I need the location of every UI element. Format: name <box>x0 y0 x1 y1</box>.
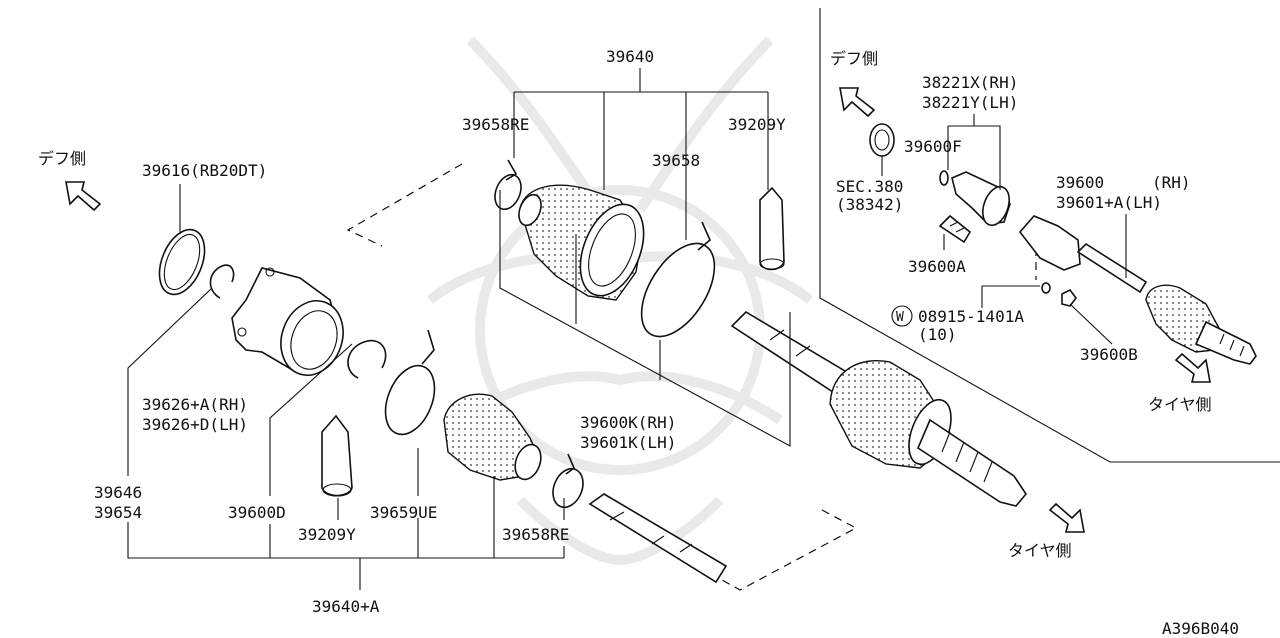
label-39600a: 39600A <box>908 257 966 276</box>
label-39626a: 39626+A(RH) <box>142 395 248 414</box>
label-08915: 08915-1401A <box>918 307 1024 326</box>
boot-band-39658re-upper <box>494 159 522 211</box>
label-tire-bottom: タイヤ側 <box>1008 541 1072 560</box>
flange-38221 <box>951 171 1011 227</box>
label-diff-right: デフ側 <box>830 49 878 68</box>
bolt-39600a <box>938 214 972 244</box>
nut-39600b <box>1061 288 1077 307</box>
arrow-tire-bottom <box>1048 502 1085 533</box>
label-39601a: 39601+A(LH) <box>1056 193 1162 212</box>
arrow-diff-right <box>839 87 876 118</box>
washer-symbol <box>891 305 913 327</box>
label-39209y-bottom: 39209Y <box>298 525 356 544</box>
leader-39600b <box>1069 303 1113 345</box>
label-39601k: 39601K(LH) <box>580 433 676 452</box>
label-washer-mark: W <box>896 310 904 325</box>
boot-band-39659ue <box>384 329 436 436</box>
boot-band-39658re-lower <box>552 453 584 509</box>
leader-38221 <box>947 114 1001 190</box>
washer-08915 <box>1041 282 1051 294</box>
drive-shaft-39600 <box>1018 215 1257 365</box>
diagram-code: A396B040 <box>1162 619 1239 638</box>
leader-08915 <box>981 285 1040 308</box>
label-sec380: SEC.380 <box>836 177 903 196</box>
oil-seal-sec380 <box>869 123 895 157</box>
label-39616: 39616(RB20DT) <box>142 161 267 180</box>
label-38221y: 38221Y(LH) <box>922 93 1018 112</box>
label-39654: 39654 <box>94 503 142 522</box>
boot-lower <box>443 393 542 481</box>
boot-band-39658 <box>640 221 716 338</box>
label-39646: 39646 <box>94 483 142 502</box>
grease-tube-39209y-upper <box>759 186 785 271</box>
centerline-lower <box>721 509 858 591</box>
label-tire-right: タイヤ側 <box>1148 395 1212 414</box>
label-diff-left: デフ側 <box>38 149 86 168</box>
shaft-segment-lower <box>588 493 728 584</box>
label-39640a: 39640+A <box>312 597 380 616</box>
o-ring-39600f <box>939 170 949 186</box>
snap-ring-39616 <box>158 228 206 296</box>
label-39658: 39658 <box>652 151 700 170</box>
drive-shaft-assembly <box>730 310 1027 507</box>
label-39209y-top: 39209Y <box>728 115 786 134</box>
label-39600: 39600 <box>1056 173 1104 192</box>
label-39600f: 39600F <box>904 137 962 156</box>
label-39600-rh: (RH) <box>1152 173 1191 192</box>
grease-tube-39209y-lower <box>321 414 353 497</box>
label-sec380-sub: (38342) <box>836 195 903 214</box>
circlip <box>209 264 235 299</box>
label-39640: 39640 <box>606 47 654 66</box>
centerline-upper <box>346 163 463 247</box>
arrow-tire-right <box>1174 352 1211 383</box>
label-39626d: 39626+D(LH) <box>142 415 248 434</box>
label-38221x: 38221X(RH) <box>922 73 1018 92</box>
inset-frame <box>819 8 1280 463</box>
label-39658re-bottom: 39658RE <box>502 525 569 544</box>
label-39600d: 39600D <box>228 503 286 522</box>
label-08915-qty: (10) <box>918 325 957 344</box>
arrow-diff-left <box>65 181 102 212</box>
leader-lines-main <box>127 68 791 590</box>
label-39659ue: 39659UE <box>370 503 437 522</box>
snap-ring-39600d <box>347 339 387 379</box>
joint-housing-39626 <box>231 267 344 376</box>
boot-upper <box>518 184 645 301</box>
label-39658re-top: 39658RE <box>462 115 529 134</box>
label-39600k: 39600K(RH) <box>580 413 676 432</box>
label-39600b: 39600B <box>1080 345 1138 364</box>
